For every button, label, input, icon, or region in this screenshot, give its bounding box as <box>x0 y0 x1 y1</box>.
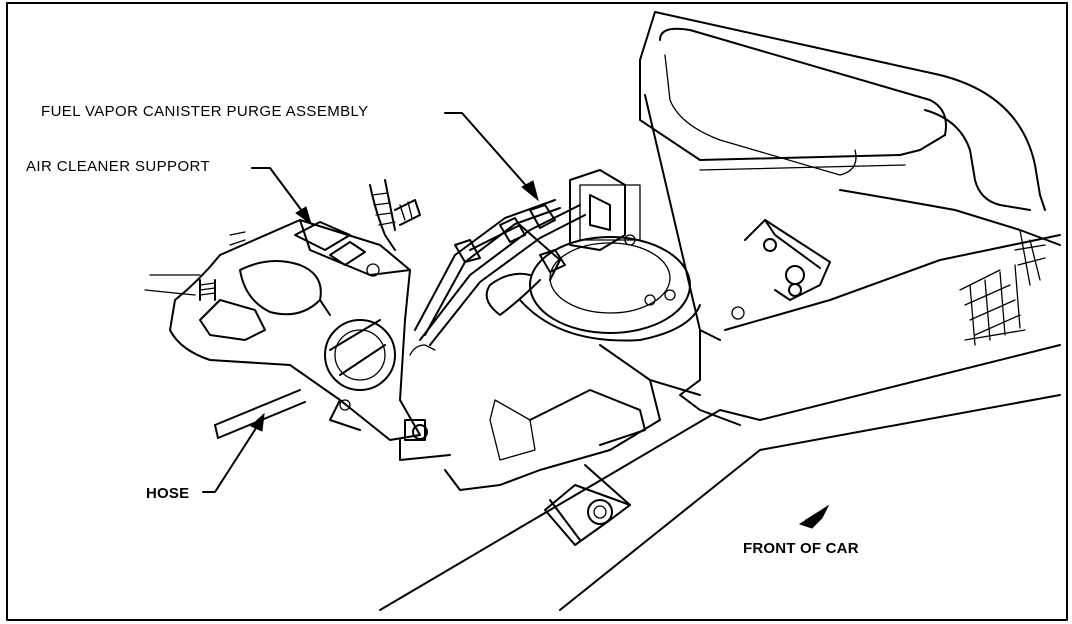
canister-base <box>519 169 701 342</box>
lower-body-rails <box>379 329 1061 611</box>
purge-hoses <box>409 199 586 356</box>
leader-air-cleaner <box>251 167 312 226</box>
leader-hose <box>202 412 265 493</box>
label-air-cleaner-support: AIR CLEANER SUPPORT <box>26 158 211 175</box>
frame-border <box>6 2 1068 621</box>
hose <box>214 389 306 439</box>
label-front-of-car: FRONT OF CAR <box>743 540 859 557</box>
front-of-car-arrow <box>798 504 830 529</box>
air-cleaner-support <box>144 219 451 461</box>
mount-bracket-right <box>731 219 831 320</box>
fender-panel <box>639 11 1061 346</box>
wire-harness <box>369 179 421 251</box>
label-fuel-vapor-canister-purge-assembly: FUEL VAPOR CANISTER PURGE ASSEMBLY <box>41 103 369 120</box>
leader-fuel-vapor <box>444 112 539 202</box>
label-hose: HOSE <box>146 485 190 502</box>
